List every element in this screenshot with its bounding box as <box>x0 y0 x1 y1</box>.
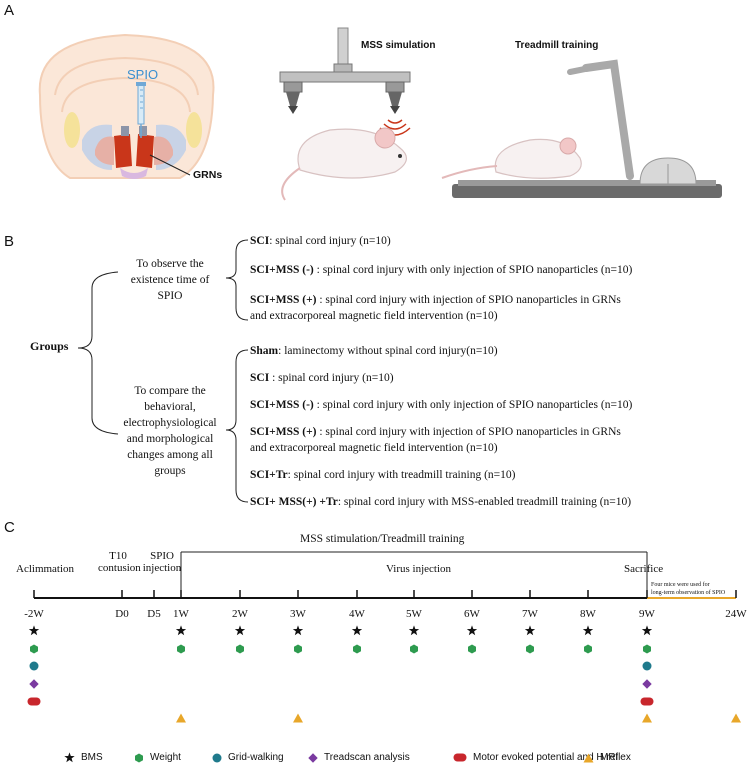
mss-apparatus-illustration <box>279 27 411 136</box>
group-item-continuation: and extracorporeal magnetic field interv… <box>250 442 498 454</box>
hexagon-icon <box>134 753 144 763</box>
star-marker <box>234 623 246 641</box>
pill-marker <box>640 693 654 711</box>
panel-a-illustrations <box>38 27 722 201</box>
group-item: SCI+Tr: spinal cord injury with treadmil… <box>250 469 516 481</box>
pill-icon <box>453 753 467 762</box>
tick-label: 7W <box>522 608 538 620</box>
group-item: SCI: spinal cord injury (n=10) <box>250 235 391 247</box>
phase-spio-injection: SPIO injection <box>142 550 182 574</box>
treadmill-training-title: Treadmill training <box>515 40 599 51</box>
tick-label: 6W <box>464 608 480 620</box>
phase-sacrifice: Sacrifice <box>624 563 664 575</box>
branch-1-heading: To observe the existence time of SPIO <box>130 258 210 302</box>
group-item: SCI+MSS (-) : spinal cord injury with on… <box>250 399 633 411</box>
phase-aclimmation: Aclimmation <box>16 563 75 575</box>
circle-marker <box>29 658 39 676</box>
star-marker <box>524 623 536 641</box>
panel-label-b: B <box>4 233 15 250</box>
mouse-illustration <box>281 127 407 201</box>
mss-simulation-title: MSS simulation <box>361 40 436 51</box>
bracket-label: MSS stimulation/Treadmill training <box>300 533 465 545</box>
hexagon-marker <box>409 641 419 659</box>
hexagon-marker <box>583 641 593 659</box>
triangle-icon <box>583 753 594 763</box>
group-item: SCI+MSS (+) : spinal cord injury with in… <box>250 294 621 306</box>
pill-marker <box>27 693 41 711</box>
timeline-axis <box>33 551 737 599</box>
brain-section-illustration <box>38 33 215 179</box>
diamond-icon <box>308 752 318 763</box>
long-term-note: Four mice were used for long-term observ… <box>651 582 726 596</box>
triangle-marker <box>293 710 304 728</box>
tick-label: 3W <box>290 608 306 620</box>
group-item: SCI+MSS (-) : spinal cord injury with on… <box>250 264 633 276</box>
star-marker <box>28 623 40 641</box>
branch-2-heading: To compare the behavioral, electrophysio… <box>123 385 217 477</box>
tick-label: D5 <box>147 608 161 620</box>
hexagon-marker <box>352 641 362 659</box>
tick-label: D0 <box>115 608 129 620</box>
spio-label: SPIO <box>127 67 159 82</box>
group-item-continuation: and extracorporeal magnetic field interv… <box>250 310 498 322</box>
hexagon-marker <box>467 641 477 659</box>
panel-label-a: A <box>4 2 15 19</box>
panel-label-c: C <box>4 519 15 536</box>
hexagon-marker <box>525 641 535 659</box>
legend-label: Motor evoked potential and H reflex <box>473 752 631 763</box>
legend-label: MRI <box>600 752 619 763</box>
tick-label: 5W <box>406 608 422 620</box>
tick-label: 1W <box>173 608 189 620</box>
circle-marker <box>642 658 652 676</box>
tick-label: 4W <box>349 608 365 620</box>
hexagon-marker <box>176 641 186 659</box>
star-marker <box>466 623 478 641</box>
legend-item: BMS <box>64 752 103 763</box>
star-marker <box>408 623 420 641</box>
phase-virus-injection: Virus injection <box>386 563 452 575</box>
legend-label: Grid-walking <box>228 752 284 763</box>
group-item: SCI+ MSS(+) +Tr: spinal cord injury with… <box>250 496 632 508</box>
diamond-marker <box>642 676 652 694</box>
group-item: SCI+MSS (+) : spinal cord injury with in… <box>250 426 621 438</box>
legend-item: MRI <box>583 752 618 763</box>
groups-root-label: Groups <box>30 339 69 353</box>
tick-label: 24W <box>725 608 747 620</box>
triangle-marker <box>176 710 187 728</box>
group-item: SCI : spinal cord injury (n=10) <box>250 372 394 384</box>
tick-label: -2W <box>24 608 44 620</box>
legend-item: Motor evoked potential and H reflex <box>453 752 631 763</box>
star-marker <box>351 623 363 641</box>
circle-icon <box>212 753 222 763</box>
grns-label: GRNs <box>193 169 223 181</box>
legend-item: Weight <box>134 752 181 763</box>
legend-item: Grid-walking <box>212 752 284 763</box>
treadmill-illustration <box>441 59 722 198</box>
hexagon-marker <box>293 641 303 659</box>
tick-label: 8W <box>580 608 596 620</box>
hexagon-marker <box>29 641 39 659</box>
triangle-marker <box>642 710 653 728</box>
hexagon-marker <box>642 641 652 659</box>
star-marker <box>292 623 304 641</box>
star-icon <box>64 752 75 763</box>
tick-label: 9W <box>639 608 655 620</box>
legend-label: Treadscan analysis <box>324 752 410 763</box>
hexagon-marker <box>235 641 245 659</box>
diamond-marker <box>29 676 39 694</box>
tick-label: 2W <box>232 608 248 620</box>
groups-brackets <box>77 239 249 503</box>
star-marker <box>582 623 594 641</box>
legend-item: Treadscan analysis <box>308 752 410 763</box>
star-marker <box>641 623 653 641</box>
star-marker <box>175 623 187 641</box>
legend-label: BMS <box>81 752 103 763</box>
legend-label: Weight <box>150 752 181 763</box>
group-item: Sham: laminectomy without spinal cord in… <box>250 345 498 357</box>
phase-contusion: T10 contusion <box>98 550 141 574</box>
triangle-marker <box>731 710 742 728</box>
